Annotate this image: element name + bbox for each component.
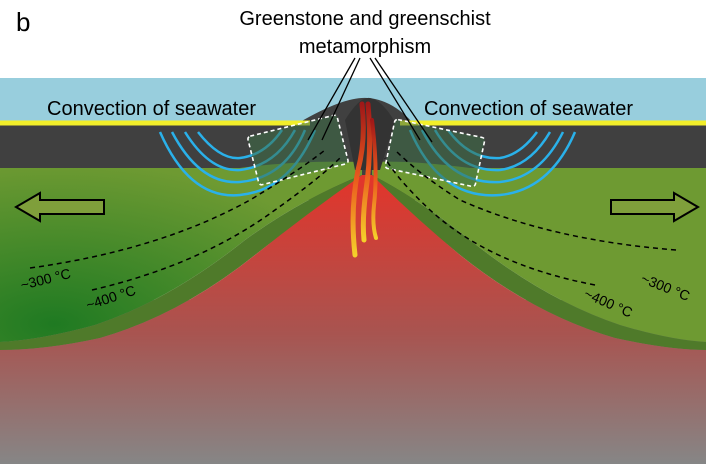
convection-label-left: Convection of seawater bbox=[47, 98, 256, 120]
panel-letter: b bbox=[16, 7, 30, 37]
metamorphism-zones bbox=[247, 114, 486, 188]
isotherms bbox=[29, 149, 677, 291]
title-line-2: metamorphism bbox=[299, 36, 431, 58]
convection-label-right: Convection of seawater bbox=[424, 98, 633, 120]
magma-conduit-1 bbox=[350, 101, 366, 258]
title-line-1: Greenstone and greenschist bbox=[239, 8, 491, 30]
pointer-lines bbox=[307, 57, 433, 143]
left-green-band bbox=[0, 175, 362, 350]
magma-conduit-2 bbox=[360, 101, 373, 243]
magma-conduit-3 bbox=[370, 118, 378, 240]
right-spreading-arrow bbox=[610, 191, 700, 223]
left-spreading-arrow bbox=[14, 191, 105, 223]
upwelling-mantle bbox=[0, 175, 706, 464]
